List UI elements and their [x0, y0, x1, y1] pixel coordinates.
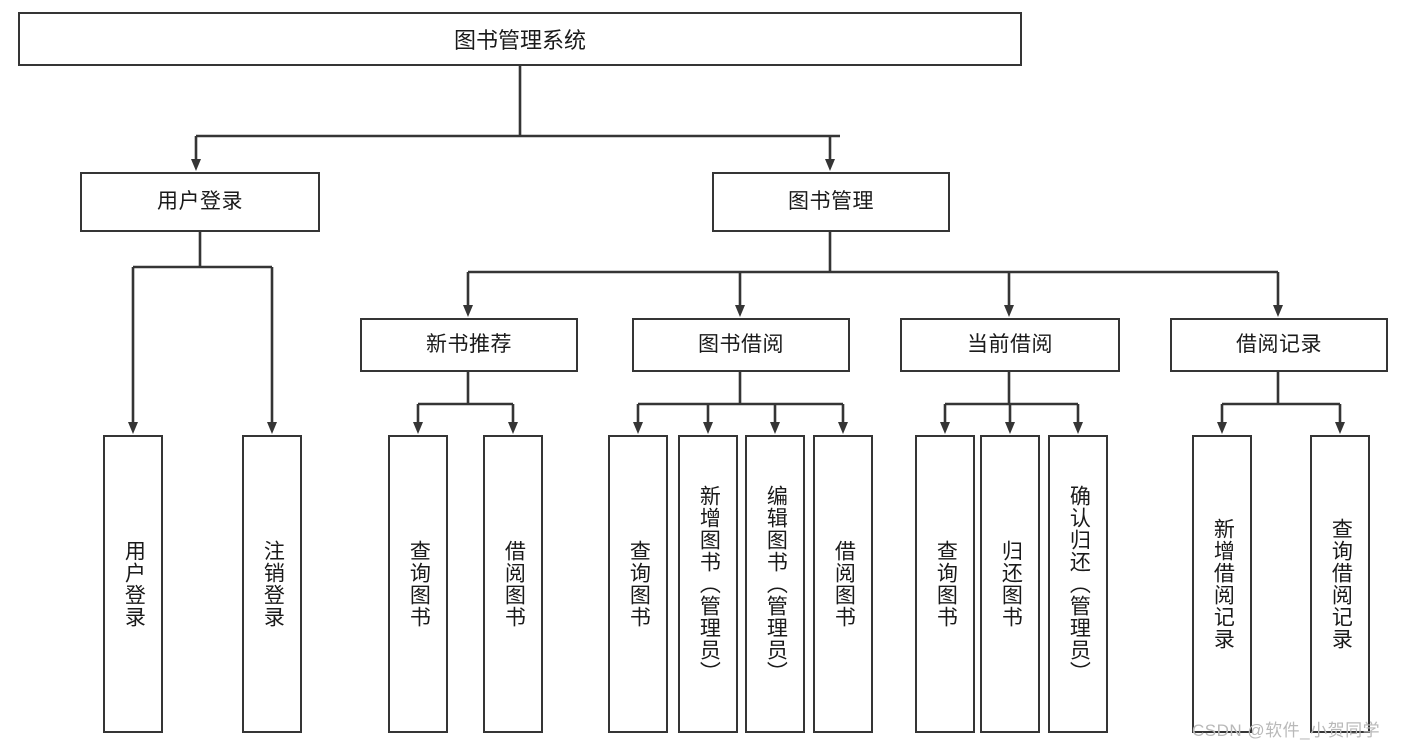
- node-book-borrow-label: 图书借阅: [698, 333, 784, 357]
- leaf-return-book[interactable]: 归还图书: [980, 435, 1040, 733]
- leaf-edit-book-admin[interactable]: 编辑图书（管理员）: [745, 435, 805, 733]
- node-new-book-recommend-label: 新书推荐: [426, 333, 512, 357]
- leaf-borrow-book-newbook[interactable]: 借阅图书: [483, 435, 543, 733]
- leaf-query-book-current[interactable]: 查询图书: [915, 435, 975, 733]
- node-new-book-recommend[interactable]: 新书推荐: [360, 318, 578, 372]
- leaf-label: 用户登录: [122, 540, 146, 628]
- leaf-label: 查询图书: [407, 540, 431, 628]
- leaf-label: 查询图书: [934, 540, 958, 628]
- node-book-borrow[interactable]: 图书借阅: [632, 318, 850, 372]
- leaf-label: 新增借阅记录: [1211, 518, 1235, 650]
- node-book-management[interactable]: 图书管理: [712, 172, 950, 232]
- leaf-query-book-newbook[interactable]: 查询图书: [388, 435, 448, 733]
- node-root-label: 图书管理系统: [453, 28, 586, 53]
- leaf-label: 查询图书: [627, 540, 651, 628]
- leaf-label: 注销登录: [261, 540, 285, 628]
- leaf-borrow-book-borrow[interactable]: 借阅图书: [813, 435, 873, 733]
- leaf-query-borrow-record[interactable]: 查询借阅记录: [1310, 435, 1370, 733]
- node-current-borrow[interactable]: 当前借阅: [900, 318, 1120, 372]
- leaf-confirm-return-admin[interactable]: 确认归还（管理员）: [1048, 435, 1108, 733]
- watermark: CSDN @软件_小贺同学: [1192, 721, 1381, 740]
- leaf-query-book-borrow[interactable]: 查询图书: [608, 435, 668, 733]
- leaf-label: 借阅图书: [832, 540, 856, 628]
- leaf-label: 归还图书: [999, 540, 1023, 628]
- node-current-borrow-label: 当前借阅: [967, 333, 1053, 357]
- node-root[interactable]: 图书管理系统: [18, 12, 1022, 66]
- leaf-label: 确认归还（管理员）: [1067, 485, 1091, 683]
- node-book-management-label: 图书管理: [788, 190, 874, 214]
- node-borrow-record[interactable]: 借阅记录: [1170, 318, 1388, 372]
- leaf-add-borrow-record[interactable]: 新增借阅记录: [1192, 435, 1252, 733]
- leaf-label: 编辑图书（管理员）: [764, 485, 788, 683]
- leaf-add-book-admin[interactable]: 新增图书（管理员）: [678, 435, 738, 733]
- node-user-login[interactable]: 用户登录: [80, 172, 320, 232]
- leaf-label: 借阅图书: [502, 540, 526, 628]
- leaf-user-login[interactable]: 用户登录: [103, 435, 163, 733]
- leaf-logout[interactable]: 注销登录: [242, 435, 302, 733]
- node-borrow-record-label: 借阅记录: [1236, 333, 1322, 357]
- leaf-label: 新增图书（管理员）: [697, 485, 721, 683]
- leaf-label: 查询借阅记录: [1329, 518, 1353, 650]
- node-user-login-label: 用户登录: [157, 190, 243, 214]
